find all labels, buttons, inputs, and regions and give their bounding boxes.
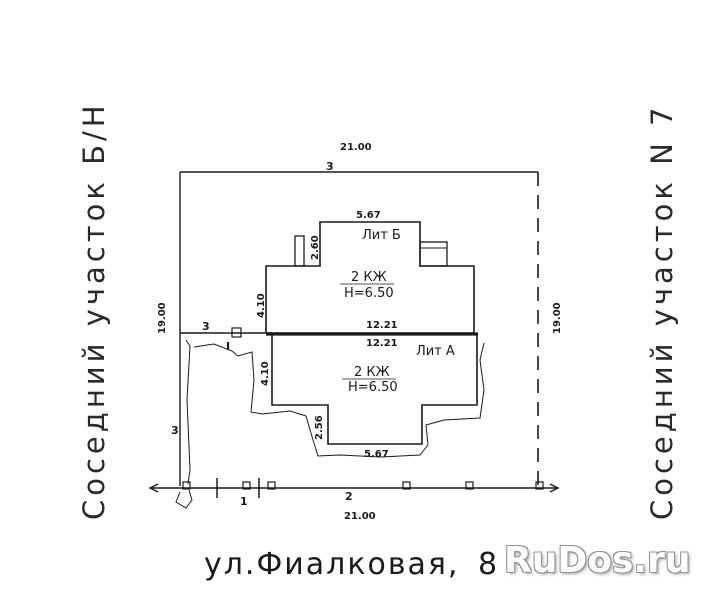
- lit-b-floors: 2 КЖ: [351, 270, 387, 285]
- lit-b-name: Лит Б: [362, 228, 401, 243]
- street-label-number: 8: [478, 547, 499, 582]
- fence-code-left-mid: 3: [202, 320, 210, 333]
- fence-code-top: 3: [326, 160, 334, 173]
- dim-lit-a-bottom: 5.67: [364, 449, 389, 460]
- dim-shared-wall-bottom: 12.21: [366, 338, 398, 349]
- lot-boundary: [179, 171, 539, 486]
- dim-right-height: 19.00: [552, 302, 563, 334]
- lit-a-height: Н=6.50: [348, 380, 398, 395]
- dim-lit-b-side: 4.10: [256, 293, 267, 318]
- dim-top-width: 21.00: [340, 142, 372, 153]
- dim-shared-wall-top: 12.21: [366, 320, 398, 331]
- dim-bottom-width: 21.00: [344, 511, 376, 522]
- fence-code-left-low: 3: [171, 424, 179, 437]
- right-neighbor-label: Соседний участок N 7: [645, 104, 679, 520]
- watermark-logo: RuDos.ru: [504, 540, 691, 581]
- street-boundary-line: [148, 478, 560, 498]
- lit-b-height: Н=6.50: [344, 286, 394, 301]
- gate-post: [231, 327, 242, 338]
- dim-left-height: 19.00: [157, 302, 168, 334]
- fence-code-gate: I: [226, 340, 230, 353]
- dim-lit-b-top: 5.67: [356, 210, 381, 221]
- dim-lit-b-porch: 2.60: [310, 235, 321, 260]
- building-lit-a: [271, 334, 478, 445]
- fence-code-bottom-2: 2: [345, 490, 353, 503]
- dim-lit-a-side: 4.10: [260, 361, 271, 386]
- street-label: ул.Фиалковая,: [204, 547, 459, 582]
- lit-a-floors: 2 КЖ: [354, 365, 390, 380]
- dim-lit-a-leg: 2.56: [314, 415, 325, 440]
- yard-outline: [175, 339, 485, 509]
- fence-code-bottom-1: 1: [240, 495, 248, 508]
- lit-a-name: Лит А: [416, 344, 455, 359]
- left-neighbor-label: Соседний участок Б/Н: [77, 101, 111, 520]
